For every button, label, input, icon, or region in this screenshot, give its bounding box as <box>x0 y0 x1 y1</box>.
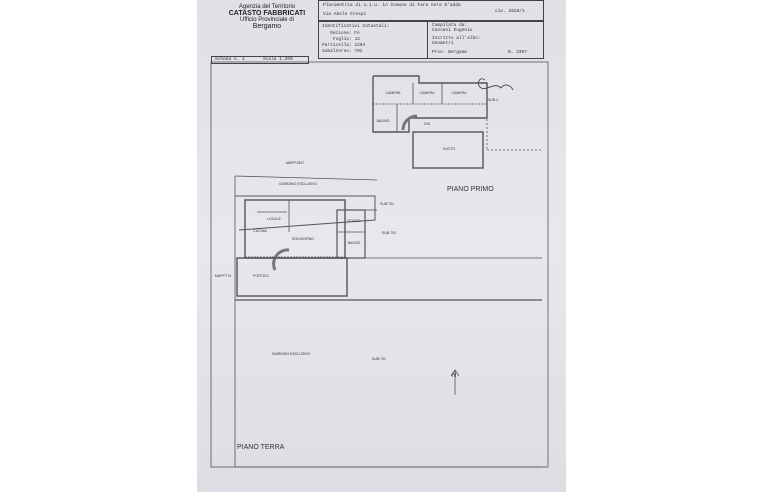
neighbor-label: MAPP.3307 <box>286 161 304 165</box>
civic-number: civ. 2628/1 <box>495 9 525 14</box>
signature <box>478 78 514 91</box>
scheda-box <box>211 56 309 64</box>
first-floor-title: PIANO PRIMO <box>447 186 494 193</box>
room-label: GIARDINO ESCLUSIVO <box>272 352 311 356</box>
province: Prov. Bergamo <box>432 50 468 55</box>
room-label: SUB.4 <box>488 98 498 102</box>
room-label: BAGNO <box>377 119 390 123</box>
foglio: Foglio: 12 <box>333 37 361 42</box>
room-label: SOGGIORNO <box>292 237 314 241</box>
compiled-by-name: Cassani Eugenio <box>432 28 473 33</box>
north-arrow-label: N <box>452 373 456 379</box>
neighbor-label: SUB.701 <box>380 202 394 206</box>
neighbor-label: SUB.701 <box>372 357 386 361</box>
agency-block: Agenzia del Territorio CATASTO FABBRICAT… <box>217 4 317 30</box>
room-label: CUCINA <box>253 229 267 233</box>
compiled-by-label: Compilata da: <box>432 23 468 28</box>
compiler-box <box>427 21 544 59</box>
particella: Particella: 2204 <box>322 43 366 48</box>
identifiers-label: Identificativi Catastali: <box>322 24 390 29</box>
title-box <box>318 0 544 21</box>
room-label: VUOTO <box>443 147 456 151</box>
floor-plan-document: Agenzia del Territorio CATASTO FABBRICAT… <box>197 0 566 492</box>
office-label: Ufficio Provinciale di <box>240 17 294 23</box>
office-city: Bergamo <box>252 23 282 30</box>
room-label: CAMERA <box>420 91 436 95</box>
room-label: LOCALE <box>267 217 281 221</box>
neighbor-label: MAPP.774 <box>215 274 231 278</box>
register-number: N. 3307 <box>508 50 527 55</box>
sheet-number: Scheda n. 1 <box>215 57 245 62</box>
room-label: GIARDINO ESCLUSIVO <box>279 182 318 186</box>
sezione: Sezione: FA <box>330 31 360 36</box>
catasto-title: CATASTO FABBRICATI <box>228 10 306 17</box>
subalterno: Subalterno: 702 <box>322 49 363 54</box>
room-label: CAMERA <box>452 91 468 95</box>
address: Via Abele Crespi <box>323 12 367 17</box>
neighbor-label: SUB.703 <box>382 231 396 235</box>
agency-name: Agenzia del Territorio <box>238 4 296 10</box>
register-value: Geometri <box>432 41 454 46</box>
plan-drawing: CAMERA CAMERA CAMERA BAGNO DIS VUOTO SUB… <box>210 61 549 468</box>
room-label: PORTICO <box>253 274 269 278</box>
room-label: STUDIO <box>347 219 361 223</box>
plan-title: Planimetria di u.i.u. in Comune di Fara … <box>323 3 461 8</box>
room-label: DIS <box>424 122 431 126</box>
room-label: BAGNO <box>348 241 361 245</box>
register-label: Iscritto all'albo: <box>432 36 481 41</box>
ground-floor-title: PIANO TERRA <box>237 444 285 451</box>
scale: Scala 1:200 <box>263 57 293 62</box>
room-label: CAMERA <box>386 91 402 95</box>
